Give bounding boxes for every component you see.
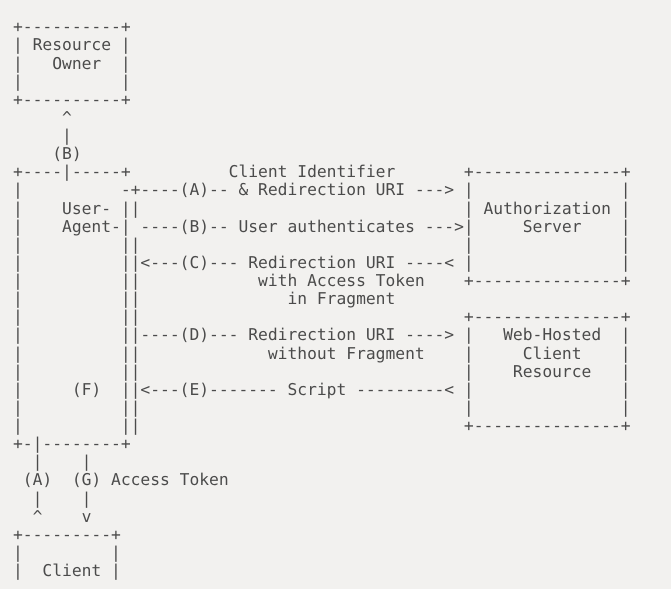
oauth-implicit-grant-flow-ascii-diagram: +----------+ | Resource | | Owner | | | … (0, 16, 671, 589)
